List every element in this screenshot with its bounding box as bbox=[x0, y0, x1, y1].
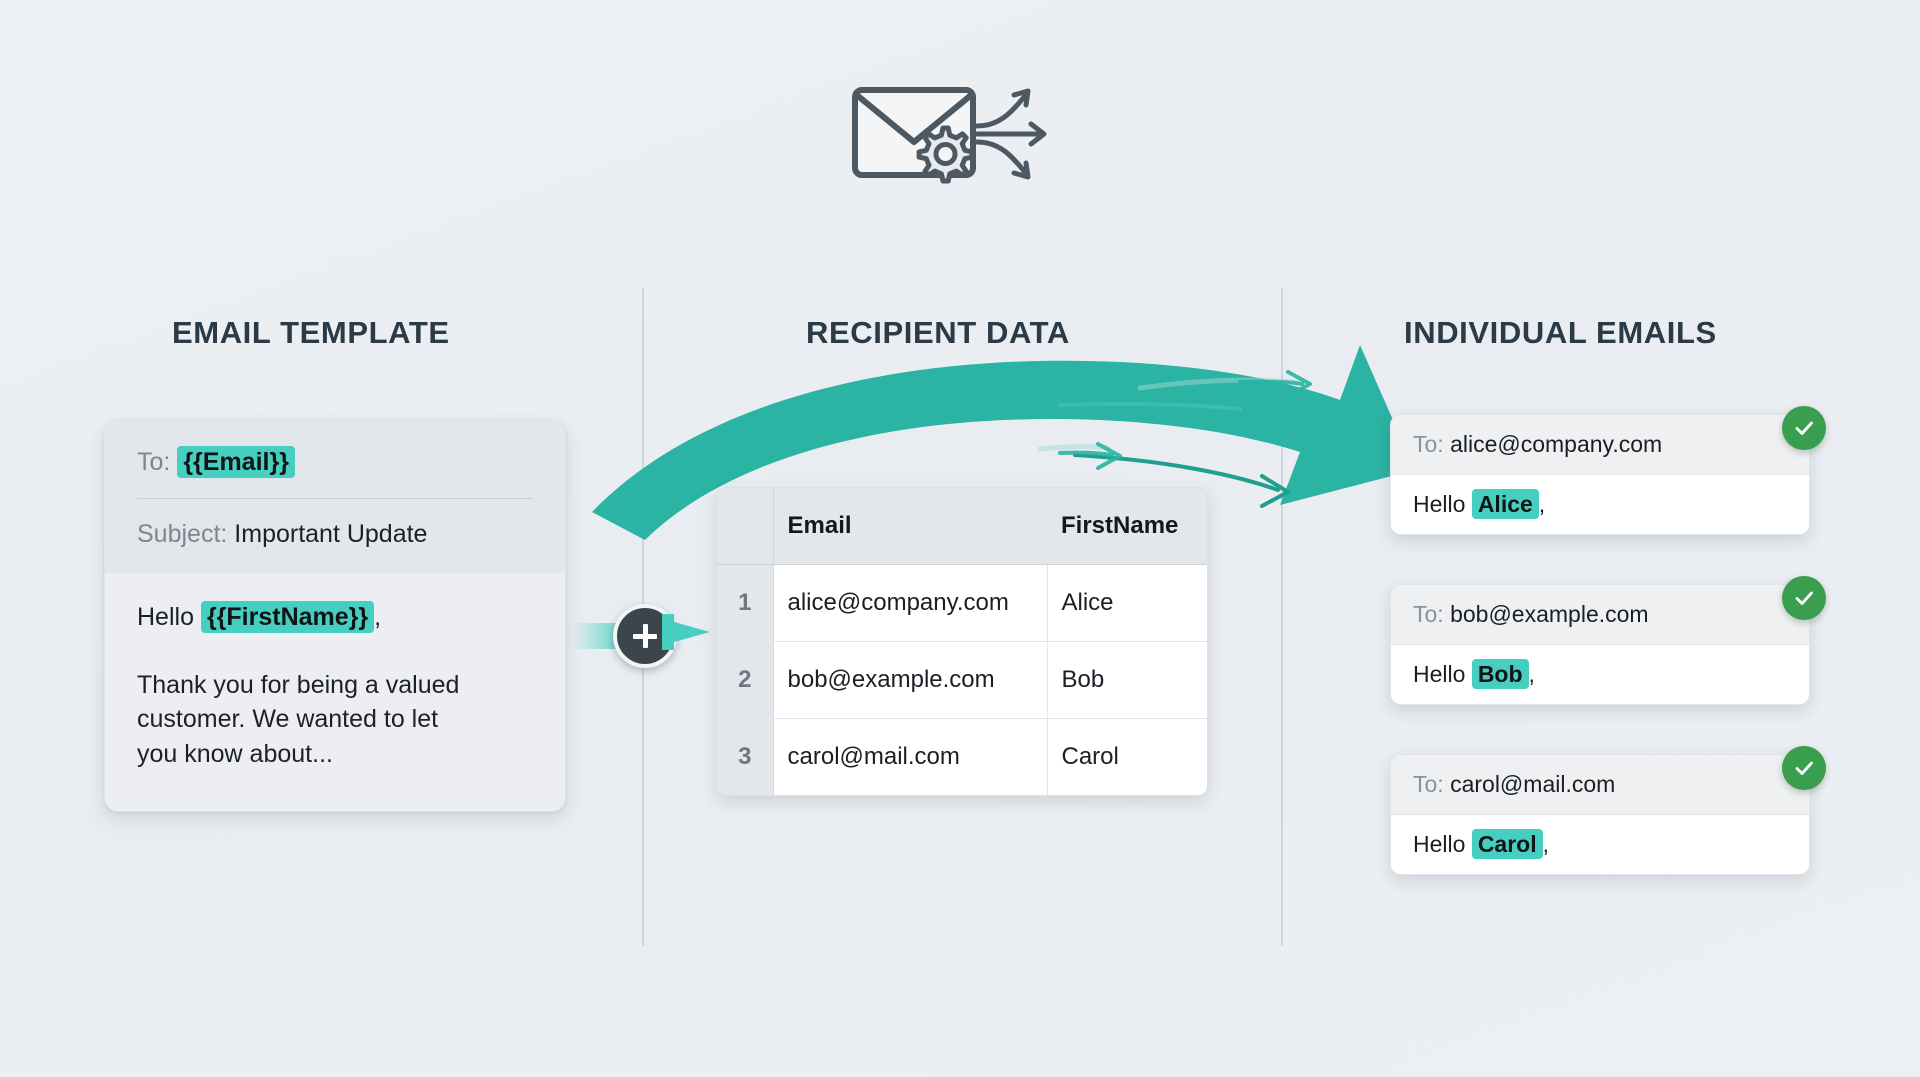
arrow-right-icon bbox=[660, 600, 716, 664]
email-body: Hello Carol, bbox=[1391, 815, 1809, 874]
email-to-label: To: bbox=[1413, 601, 1444, 627]
email-recipient-name: Alice bbox=[1471, 489, 1539, 519]
email-to-row: To: carol@mail.com bbox=[1391, 755, 1809, 815]
template-greeting-suffix: , bbox=[374, 602, 382, 631]
cell-email: alice@company.com bbox=[773, 564, 1048, 642]
cell-firstname: Carol bbox=[1047, 718, 1207, 795]
column-header-firstname: FirstName bbox=[1047, 488, 1207, 565]
column-header-rownum bbox=[717, 488, 774, 565]
row-number: 1 bbox=[717, 564, 774, 642]
email-greeting-suffix: , bbox=[1528, 661, 1535, 687]
page-title-email-template: EMAIL TEMPLATE bbox=[172, 315, 450, 350]
individual-email-card[interactable]: To: carol@mail.com Hello Carol, bbox=[1390, 754, 1810, 875]
cell-email: bob@example.com bbox=[773, 641, 1048, 719]
page-title-individual-emails: INDIVIDUAL EMAILS bbox=[1404, 315, 1717, 350]
email-body: Hello Bob, bbox=[1391, 645, 1809, 704]
email-to-value: bob@example.com bbox=[1450, 601, 1649, 627]
template-to-row: To: {{Email}} bbox=[137, 446, 533, 478]
check-circle-icon bbox=[1782, 746, 1826, 790]
cell-firstname: Bob bbox=[1047, 641, 1207, 719]
row-number: 2 bbox=[717, 641, 774, 719]
email-greeting-suffix: , bbox=[1538, 491, 1546, 517]
individual-email-card[interactable]: To: alice@company.com Hello Alice, bbox=[1390, 414, 1810, 535]
email-to-row: To: bob@example.com bbox=[1391, 585, 1809, 645]
page-title-recipient-data: RECIPIENT DATA bbox=[806, 315, 1070, 350]
table-header-row: Email FirstName bbox=[717, 488, 1207, 565]
check-circle-icon bbox=[1782, 406, 1826, 450]
table-row[interactable]: 2 bob@example.com Bob bbox=[717, 641, 1207, 719]
email-to-row: To: alice@company.com bbox=[1391, 415, 1809, 475]
template-firstname-token: {{FirstName}} bbox=[200, 600, 375, 633]
template-body: Hello {{FirstName}}, Thank you for being… bbox=[105, 572, 565, 811]
cell-firstname: Alice bbox=[1047, 564, 1207, 642]
template-header: To: {{Email}} Subject: Important Update bbox=[105, 421, 565, 573]
template-greeting: Hello {{FirstName}}, bbox=[137, 600, 533, 633]
email-recipient-name: Bob bbox=[1471, 659, 1529, 689]
envelope-gear-arrows-icon bbox=[845, 70, 1075, 200]
email-greeting-suffix: , bbox=[1542, 831, 1549, 857]
template-greeting-prefix: Hello bbox=[137, 602, 194, 631]
email-body: Hello Alice, bbox=[1391, 475, 1809, 534]
divider-right bbox=[1281, 288, 1283, 946]
template-to-token: {{Email}} bbox=[177, 446, 295, 478]
recipient-data-table[interactable]: Email FirstName 1 alice@company.com Alic… bbox=[716, 487, 1208, 796]
email-greeting-prefix: Hello bbox=[1413, 491, 1466, 517]
template-subject-row: Subject: Important Update bbox=[137, 519, 533, 550]
template-divider bbox=[137, 498, 533, 500]
cell-email: carol@mail.com bbox=[773, 718, 1048, 795]
table-row[interactable]: 1 alice@company.com Alice bbox=[717, 564, 1207, 642]
email-greeting-prefix: Hello bbox=[1413, 661, 1466, 687]
table-row[interactable]: 3 carol@mail.com Carol bbox=[717, 718, 1207, 795]
email-to-value: carol@mail.com bbox=[1450, 771, 1616, 797]
plus-glyph bbox=[632, 623, 658, 649]
email-to-label: To: bbox=[1413, 771, 1444, 797]
check-circle-icon bbox=[1782, 576, 1826, 620]
template-subject-label: Subject: bbox=[137, 520, 228, 549]
email-recipient-name: Carol bbox=[1471, 829, 1543, 859]
column-header-email: Email bbox=[773, 488, 1047, 565]
email-to-value: alice@company.com bbox=[1450, 431, 1663, 457]
individual-email-card[interactable]: To: bob@example.com Hello Bob, bbox=[1390, 584, 1810, 705]
email-to-label: To: bbox=[1413, 431, 1444, 457]
template-body-text: Thank you for being a valued customer. W… bbox=[137, 670, 460, 768]
row-number: 3 bbox=[717, 718, 774, 795]
template-subject-value: Important Update bbox=[234, 520, 428, 549]
email-template-card[interactable]: To: {{Email}} Subject: Important Update … bbox=[104, 420, 566, 812]
email-greeting-prefix: Hello bbox=[1413, 831, 1466, 857]
template-to-label: To: bbox=[137, 448, 171, 476]
